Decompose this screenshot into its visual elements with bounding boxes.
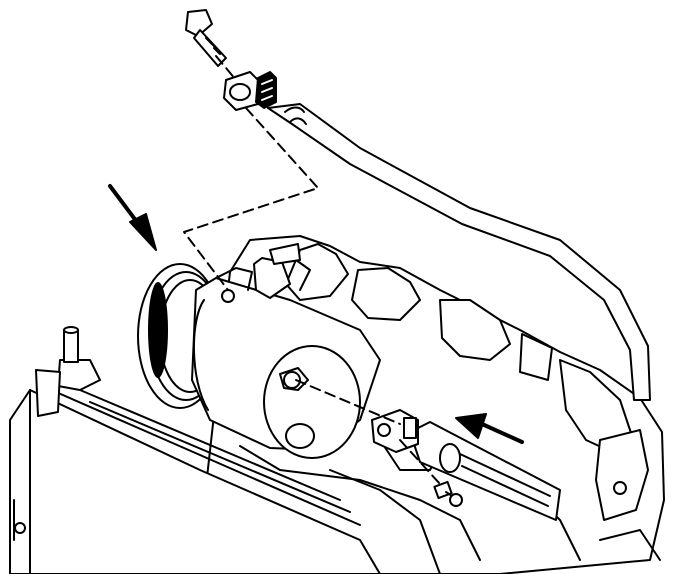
lower-bolt xyxy=(433,480,463,507)
bolt xyxy=(185,9,227,67)
compressor-manifold-port xyxy=(263,345,361,459)
lower-hose xyxy=(409,421,561,521)
assembly-lines xyxy=(183,55,441,485)
o-ring-seal xyxy=(255,71,277,109)
arrow-down-right-icon xyxy=(108,184,157,251)
radiator xyxy=(9,326,381,574)
refrigerant-hose xyxy=(267,103,651,401)
lower-hose-fitting xyxy=(371,409,419,453)
arrow-up-left-icon xyxy=(455,413,524,444)
